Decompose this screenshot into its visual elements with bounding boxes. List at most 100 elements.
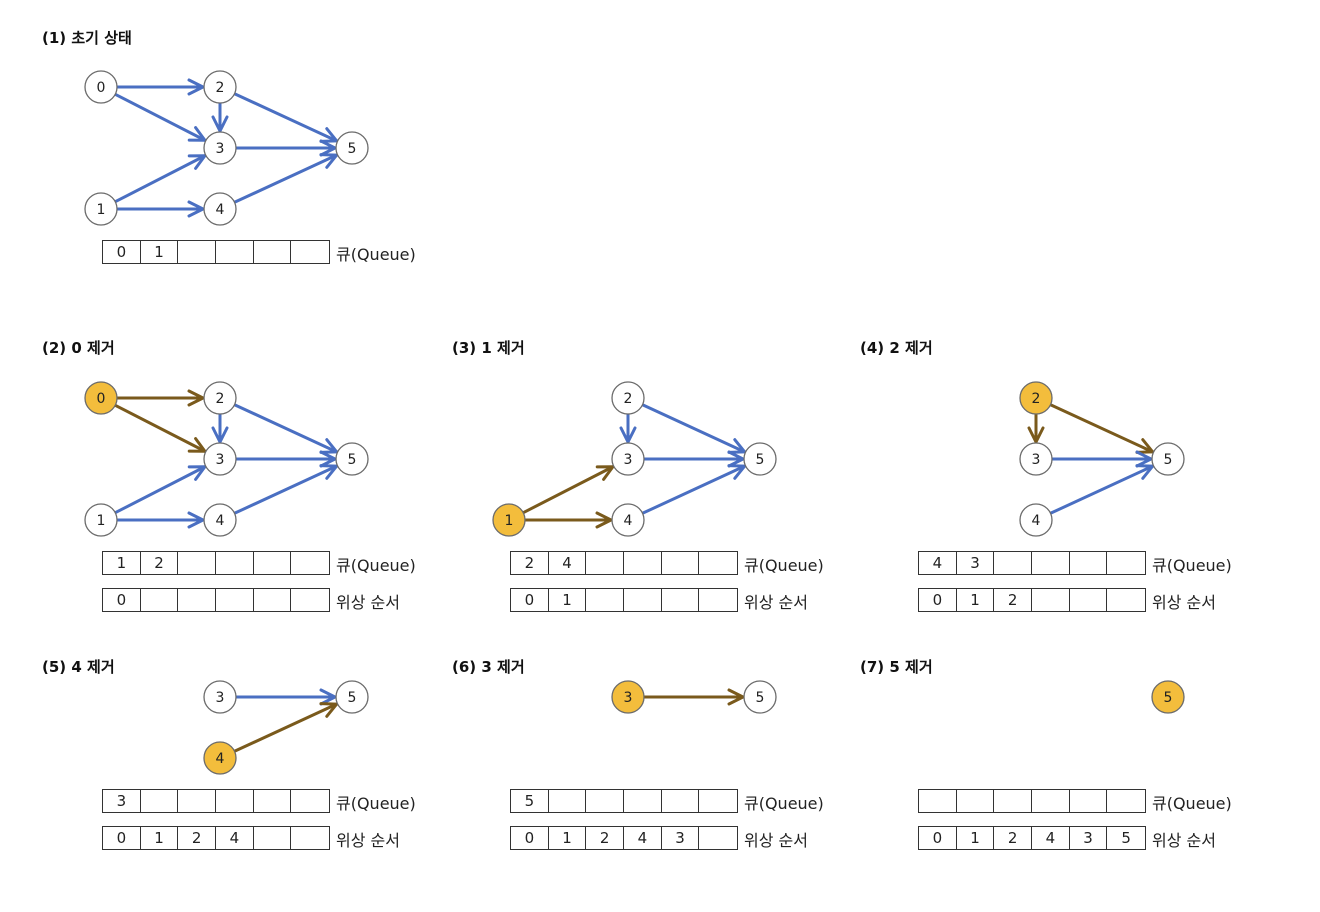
edge-3-to-5 (642, 450, 745, 468)
array-cell (586, 790, 625, 812)
array-cell: 2 (994, 827, 1033, 849)
topological-order-label: 위상 순서 (1152, 593, 1216, 612)
array-cell: 1 (141, 827, 179, 849)
queue-array: 3 (102, 789, 330, 813)
array-cell: 4 (216, 827, 254, 849)
topological-order-label: 위상 순서 (744, 593, 808, 612)
array-cell (549, 790, 587, 812)
node-label: 5 (756, 452, 765, 468)
array-cell (919, 790, 957, 812)
array-cell (291, 552, 329, 574)
array-cell (1032, 589, 1070, 611)
edge-1-to-3 (113, 465, 207, 515)
node-label: 1 (97, 202, 106, 218)
queue-label: 큐(Queue) (744, 794, 824, 813)
array-cell: 2 (511, 552, 549, 574)
array-cell (699, 790, 737, 812)
edge-2-to-5 (1049, 403, 1155, 454)
edge-0-to-2 (115, 78, 205, 96)
array-cell (699, 589, 737, 611)
edge-3-to-5 (234, 688, 337, 706)
topological-order-label: 위상 순서 (336, 593, 400, 612)
panel-7-title: (7) 5 제거 (860, 658, 933, 676)
node-1: 1 (84, 503, 118, 537)
node-label: 5 (1164, 690, 1173, 706)
array-cell (1070, 790, 1108, 812)
array-cell: 2 (586, 827, 625, 849)
queue-label: 큐(Queue) (336, 794, 416, 813)
panel-3-title: (3) 1 제거 (452, 339, 525, 357)
node-4: 4 (611, 503, 645, 537)
array-cell (1032, 790, 1070, 812)
node-label: 4 (624, 513, 633, 529)
node-3: 3 (1019, 442, 1053, 476)
edge-2-to-3 (619, 412, 637, 444)
edge-2-to-5 (641, 403, 747, 454)
array-cell: 0 (103, 589, 141, 611)
panel-2-graph: 0 1 2 3 4 5 (84, 381, 369, 537)
node-0: 0 (84, 70, 118, 104)
edge-2-to-5 (233, 92, 339, 143)
node-label: 0 (97, 391, 106, 407)
array-cell: 1 (141, 241, 179, 263)
array-cell: 0 (103, 827, 141, 849)
edge-4-to-5 (641, 464, 747, 515)
array-cell (216, 589, 254, 611)
edge-3-to-5 (234, 139, 337, 157)
edge-0-to-3 (113, 92, 207, 142)
topological-order-label: 위상 순서 (1152, 831, 1216, 850)
array-cell (178, 241, 217, 263)
array-cell: 4 (624, 827, 662, 849)
array-cell (699, 552, 737, 574)
edge-3-to-5 (1050, 450, 1153, 468)
panel-5-title: (5) 4 제거 (42, 658, 115, 676)
node-5: 5 (743, 680, 777, 714)
node-label: 1 (97, 513, 106, 529)
node-4: 4 (203, 741, 237, 775)
array-cell (254, 790, 292, 812)
queue-label: 큐(Queue) (336, 245, 416, 264)
array-cell: 4 (919, 552, 957, 574)
node-label: 3 (624, 452, 633, 468)
array-cell (662, 790, 700, 812)
node-4: 4 (1019, 503, 1053, 537)
queue-label: 큐(Queue) (1152, 794, 1232, 813)
topological-order-array: 0 (102, 588, 330, 612)
array-cell (254, 241, 292, 263)
node-3: 3 (611, 442, 645, 476)
edge-2-to-3 (1027, 412, 1045, 444)
node-label: 2 (1032, 391, 1041, 407)
node-label: 5 (1164, 452, 1173, 468)
node-label: 3 (216, 452, 225, 468)
array-cell (994, 552, 1033, 574)
panel-3-graph: 1 2 3 4 5 (492, 381, 777, 537)
array-cell (178, 790, 217, 812)
node-label: 2 (624, 391, 633, 407)
array-cell: 3 (662, 827, 700, 849)
node-4: 4 (203, 503, 237, 537)
array-cell (254, 552, 292, 574)
edge-1-to-3 (521, 465, 615, 515)
node-label: 4 (1032, 513, 1041, 529)
node-label: 4 (216, 751, 225, 767)
edge-4-to-5 (233, 153, 339, 204)
node-label: 5 (348, 452, 357, 468)
array-cell (216, 790, 254, 812)
edge-2-to-3 (211, 101, 229, 133)
node-1: 1 (492, 503, 526, 537)
array-cell (141, 790, 179, 812)
array-cell: 1 (103, 552, 141, 574)
node-label: 4 (216, 202, 225, 218)
node-2: 2 (203, 381, 237, 415)
queue-array: 5 (510, 789, 738, 813)
array-cell (1070, 552, 1108, 574)
array-cell: 0 (103, 241, 141, 263)
array-cell (662, 552, 700, 574)
